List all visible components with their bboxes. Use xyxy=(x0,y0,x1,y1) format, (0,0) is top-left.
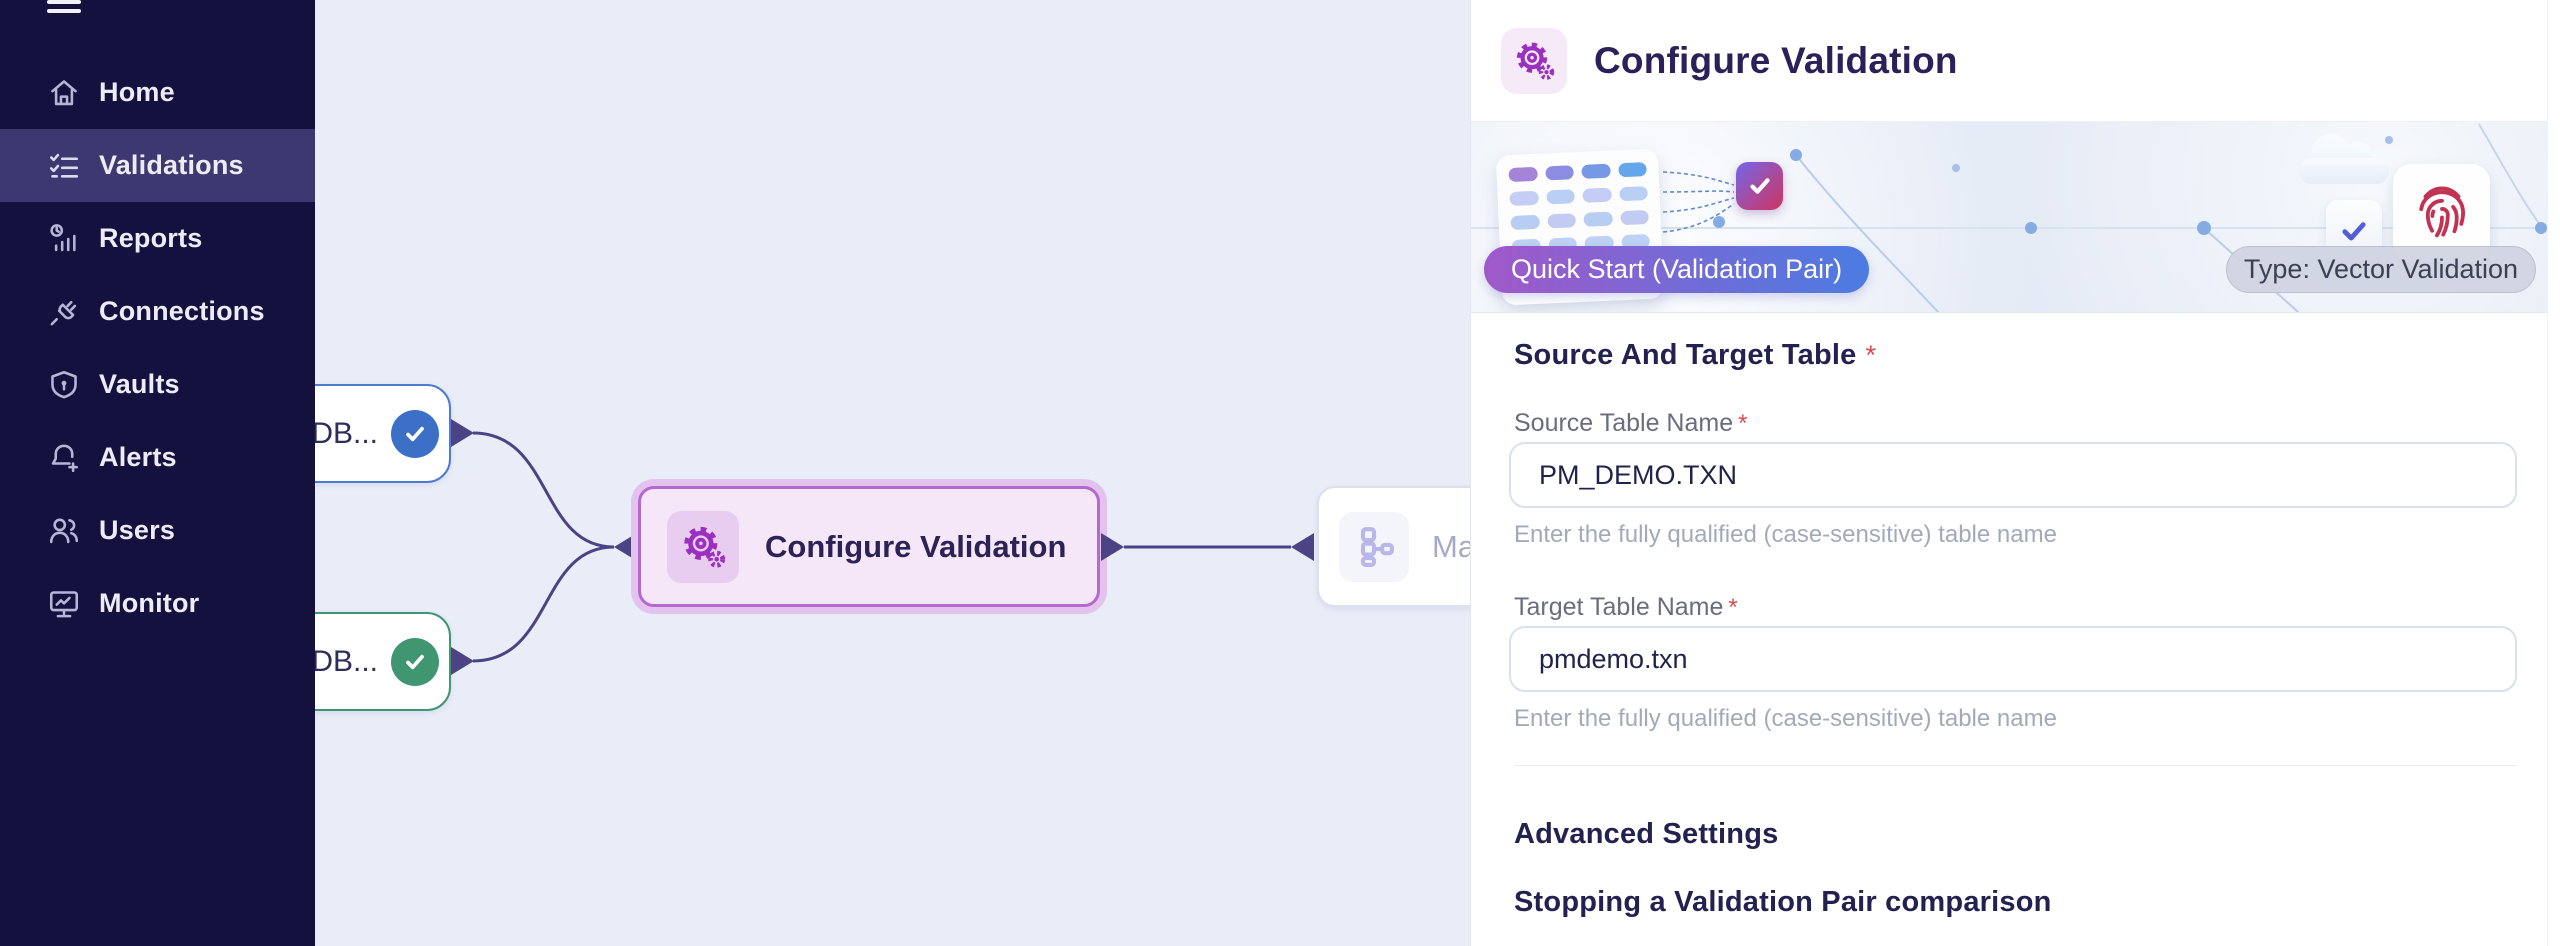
node-label: sDB... xyxy=(315,644,378,678)
hierarchy-icon xyxy=(1339,511,1409,582)
validation-form: Source And Target Table* Source Table Na… xyxy=(1471,313,2548,946)
sidebar-item-vaults[interactable]: Vaults xyxy=(0,348,315,421)
sidebar-nav: Home Validations Reports Connections xyxy=(0,56,315,640)
required-marker: * xyxy=(1865,340,1877,370)
source-handle-icon xyxy=(1101,533,1124,561)
flow-node-source-db[interactable]: sDB... xyxy=(315,384,451,483)
source-table-label: Source Table Name* xyxy=(1514,409,1748,437)
sidebar-item-connections[interactable]: Connections xyxy=(0,275,315,348)
section-title: Source And Target Table* xyxy=(1514,339,1877,371)
node-label: Ma... xyxy=(1432,528,1470,564)
connections-icon xyxy=(47,295,81,329)
target-table-label: Target Table Name* xyxy=(1514,593,1738,621)
check-badge-icon xyxy=(391,409,439,458)
source-handle-icon xyxy=(451,647,474,675)
sidebar: Home Validations Reports Connections xyxy=(0,0,315,946)
sidebar-item-home[interactable]: Home xyxy=(0,56,315,129)
flow-canvas[interactable]: sDB... sDB... Conf xyxy=(315,0,1470,946)
sidebar-item-label: Users xyxy=(99,515,176,545)
sidebar-item-reports[interactable]: Reports xyxy=(0,202,315,275)
quick-start-badge-label: Quick Start (Validation Pair) xyxy=(1511,254,1843,284)
required-marker: * xyxy=(1728,594,1738,621)
sidebar-item-monitor[interactable]: Monitor xyxy=(0,567,315,640)
sidebar-item-label: Vaults xyxy=(99,369,180,399)
stopping-comparison-title[interactable]: Stopping a Validation Pair comparison xyxy=(1514,886,2052,918)
validations-icon xyxy=(47,149,81,183)
hamburger-menu-icon[interactable] xyxy=(47,0,81,18)
users-icon xyxy=(47,514,81,548)
node-label: sDB... xyxy=(315,416,378,450)
gear-icon xyxy=(1501,27,1567,94)
panel-scrollbar-gutter[interactable] xyxy=(2547,0,2560,946)
validation-banner: Quick Start (Validation Pair) xyxy=(1471,122,2548,313)
sidebar-item-label: Validations xyxy=(99,150,244,180)
source-table-helper: Enter the fully qualified (case-sensitiv… xyxy=(1514,521,2057,548)
sidebar-item-label: Connections xyxy=(99,296,265,326)
home-icon xyxy=(47,76,81,110)
quick-start-badge: Quick Start (Validation Pair) xyxy=(1484,246,1870,293)
sidebar-item-validations[interactable]: Validations xyxy=(0,129,315,202)
fingerprint-icon xyxy=(2393,164,2490,262)
validation-type-badge: Type: Vector Validation xyxy=(2226,246,2536,293)
section-divider xyxy=(1514,765,2517,766)
sidebar-item-label: Monitor xyxy=(99,588,200,618)
flow-node-target-db[interactable]: sDB... xyxy=(315,612,451,711)
target-table-input[interactable] xyxy=(1509,626,2517,692)
configure-validation-panel: Configure Validation xyxy=(1470,0,2560,946)
sidebar-item-users[interactable]: Users xyxy=(0,494,315,567)
check-badge-icon xyxy=(391,637,439,686)
sidebar-item-alerts[interactable]: Alerts xyxy=(0,421,315,494)
sidebar-item-label: Alerts xyxy=(99,442,177,472)
node-label: Configure Validation xyxy=(765,528,1067,564)
required-marker: * xyxy=(1738,410,1748,437)
panel-header: Configure Validation xyxy=(1471,0,2548,122)
target-table-helper: Enter the fully qualified (case-sensitiv… xyxy=(1514,705,2057,732)
reports-icon xyxy=(47,222,81,256)
sidebar-item-label: Home xyxy=(99,77,175,107)
target-handle-icon xyxy=(1291,533,1314,561)
target-handle-icon xyxy=(614,533,637,561)
advanced-settings-title[interactable]: Advanced Settings xyxy=(1514,818,1779,850)
flow-node-configure-validation[interactable]: Configure Validation xyxy=(638,486,1100,607)
alerts-icon xyxy=(47,441,81,475)
monitor-icon xyxy=(47,587,81,621)
flow-node-mapping[interactable]: Ma... xyxy=(1317,486,1470,607)
check-app-icon xyxy=(1736,162,1783,210)
validation-type-badge-label: Type: Vector Validation xyxy=(2243,254,2519,284)
source-handle-icon xyxy=(451,419,474,447)
source-table-input[interactable] xyxy=(1509,442,2517,508)
flow-edges xyxy=(472,431,1291,663)
panel-title: Configure Validation xyxy=(1594,39,1958,81)
cloud-icon xyxy=(2299,134,2389,184)
vaults-icon xyxy=(47,368,81,402)
sidebar-item-label: Reports xyxy=(99,223,203,253)
gear-icon xyxy=(667,510,739,583)
